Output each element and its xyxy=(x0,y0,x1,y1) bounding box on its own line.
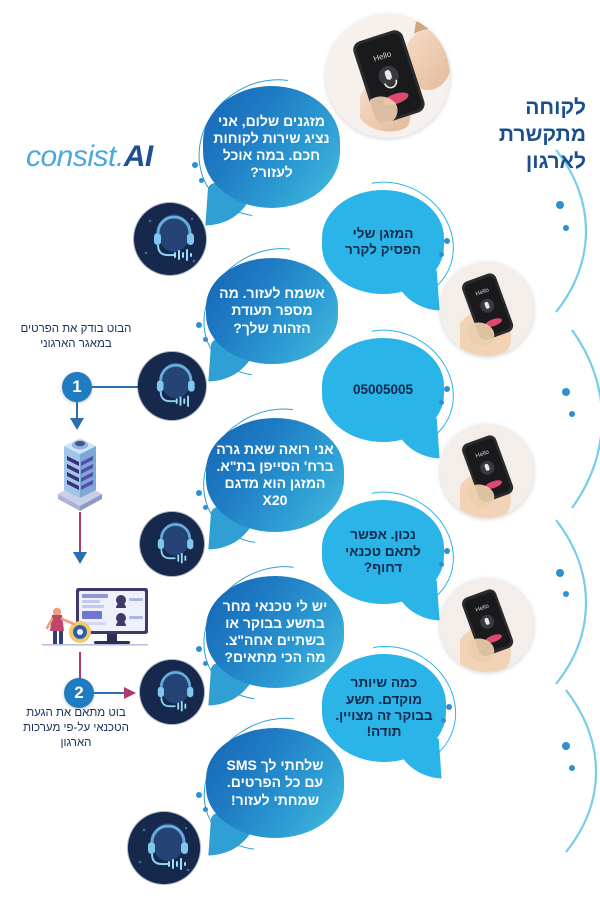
bot-bubble-dot-1a xyxy=(192,162,198,168)
hand-holding-phone-icon: Hello xyxy=(326,14,450,138)
bot-message-text-3: אני רואה שאת גרה ברח' הסייפן בת"א. המזגן… xyxy=(216,440,334,509)
customer-message-bubble-2: 05005005 xyxy=(322,338,444,442)
organization-crm-system xyxy=(36,586,154,652)
bot-message-text-2: אשמח לעזור. מה מספר תעודת הזהות שלך? xyxy=(219,285,325,336)
bot-bubble-dot-4a xyxy=(196,646,202,652)
bot-avatar-3 xyxy=(140,512,204,576)
customer-bubble-dot-2a xyxy=(444,386,450,392)
customer-phone-photo-3: Hello xyxy=(440,424,534,518)
bot-bubble-dot-5a xyxy=(196,792,202,798)
bot-message-bubble-3: אני רואה שאת גרה ברח' הסייפן בת"א. המזגן… xyxy=(206,418,344,532)
svg-text:Hello: Hello xyxy=(475,603,491,614)
step-2-up-line xyxy=(79,652,81,684)
svg-text:Hello: Hello xyxy=(475,287,491,298)
headset-bot-avatar-icon xyxy=(134,203,206,275)
bot-bubble-dot-4b xyxy=(203,661,208,666)
customer-bubble-dot-1a xyxy=(444,238,450,244)
step-1-number: 1 xyxy=(72,377,82,396)
bot-message-bubble-2: אשמח לעזור. מה מספר תעודת הזהות שלך? xyxy=(206,258,338,364)
bot-bubble-dot-2a xyxy=(196,322,202,328)
bot-avatar-4 xyxy=(140,660,204,724)
step-1-text: הבוט בודק את הפרטים במאגר הארגוני xyxy=(20,323,132,350)
organizational-database-server xyxy=(50,428,110,512)
logo-text-ai: AI xyxy=(123,140,154,173)
bot-avatar-2 xyxy=(138,352,206,420)
hand-holding-phone-icon: Hello xyxy=(440,262,534,356)
bot-bubble-dot-3a xyxy=(196,490,202,496)
brand-logo: consist.AI xyxy=(26,140,153,174)
bot-bubble-dot-5b xyxy=(203,807,208,812)
svg-text:Hello: Hello xyxy=(475,449,491,460)
step-1-connector-line xyxy=(92,386,138,388)
page-title-line-2: מתקשרת xyxy=(498,122,586,146)
step-1-badge: 1 xyxy=(62,372,92,402)
logo-text-consist: consist. xyxy=(26,140,124,173)
page-title: לקוחה מתקשרת לארגון xyxy=(446,95,586,176)
bot-bubble-dot-3b xyxy=(203,505,208,510)
bot-bubble-dot-1b xyxy=(199,178,204,183)
customer-phone-photo-4: Hello xyxy=(440,578,534,672)
customer-message-text-1: המזגן שלי הפסיק לקרר xyxy=(345,225,421,257)
step-1-down-line xyxy=(76,402,78,420)
headset-bot-avatar-icon xyxy=(128,812,200,884)
customer-message-bubble-1: המזגן שלי הפסיק לקרר xyxy=(322,190,444,294)
step-2-connector-line xyxy=(94,692,126,694)
headset-bot-avatar-icon xyxy=(138,352,206,420)
customer-bubble-dot-4b xyxy=(441,718,446,723)
customer-message-text-3: נכון. אפשר לתאם טכנאי דחוף? xyxy=(345,527,421,576)
step-2-description: בוט מתאם את הגעת הטכנאי על-פי מערכות האר… xyxy=(12,706,140,751)
step-2-badge: 2 xyxy=(64,678,94,708)
step-flow-connector-line xyxy=(79,512,81,554)
bot-message-text-1: מזגנים שלום, אני נציג שירות לקוחות חכם. … xyxy=(213,112,330,181)
customer-message-bubble-4: כמה שיותר מוקדם. תשע בבוקר זה מצויין. תו… xyxy=(322,654,446,762)
page-title-line-3: לארגון xyxy=(525,149,586,173)
page-title-line-1: לקוחה xyxy=(525,96,586,119)
customer-message-text-4: כמה שיותר מוקדם. תשע בבוקר זה מצויין. תו… xyxy=(335,675,433,740)
customer-phone-photo-2: Hello xyxy=(440,262,534,356)
crm-monitor-icon xyxy=(42,588,148,646)
customer-calling-photo: Hello xyxy=(326,14,450,138)
step-1-description: הבוט בודק את הפרטים במאגר הארגוני xyxy=(14,322,138,352)
customer-bubble-dot-1b xyxy=(439,252,444,257)
customer-bubble-dot-3a xyxy=(444,548,450,554)
headset-bot-avatar-icon xyxy=(140,512,204,576)
server-tower-icon xyxy=(58,438,102,511)
bot-message-bubble-1: מזגנים שלום, אני נציג שירות לקוחות חכם. … xyxy=(203,86,340,208)
step-2-number: 2 xyxy=(74,683,84,702)
customer-bubble-dot-3b xyxy=(439,562,444,567)
headset-bot-avatar-icon xyxy=(140,660,204,724)
customer-bubble-dot-2b xyxy=(439,400,444,405)
bot-bubble-dot-2b xyxy=(203,337,208,342)
customer-message-text-2: 05005005 xyxy=(352,381,414,397)
bot-message-text-4: יש לי טכנאי מחר בתשע בבוקר או בשתיים אחה… xyxy=(222,597,328,666)
bot-message-bubble-4: יש לי טכנאי מחר בתשע בבוקר או בשתיים אחה… xyxy=(206,576,344,688)
bot-message-bubble-5: שלחתי לך SMS עם כל הפרטים. שמחתי לעזור! xyxy=(206,728,344,838)
bot-message-text-5: שלחתי לך SMS עם כל הפרטים. שמחתי לעזור! xyxy=(226,757,324,808)
step-2-text: בוט מתאם את הגעת הטכנאי על-פי מערכות האר… xyxy=(23,707,129,749)
hand-holding-phone-icon: Hello xyxy=(440,578,534,672)
customer-message-bubble-3: נכון. אפשר לתאם טכנאי דחוף? xyxy=(322,500,444,604)
bot-avatar-5 xyxy=(128,812,200,884)
bot-avatar-1 xyxy=(134,203,206,275)
customer-bubble-dot-4a xyxy=(446,704,452,710)
hand-holding-phone-icon: Hello xyxy=(440,424,534,518)
